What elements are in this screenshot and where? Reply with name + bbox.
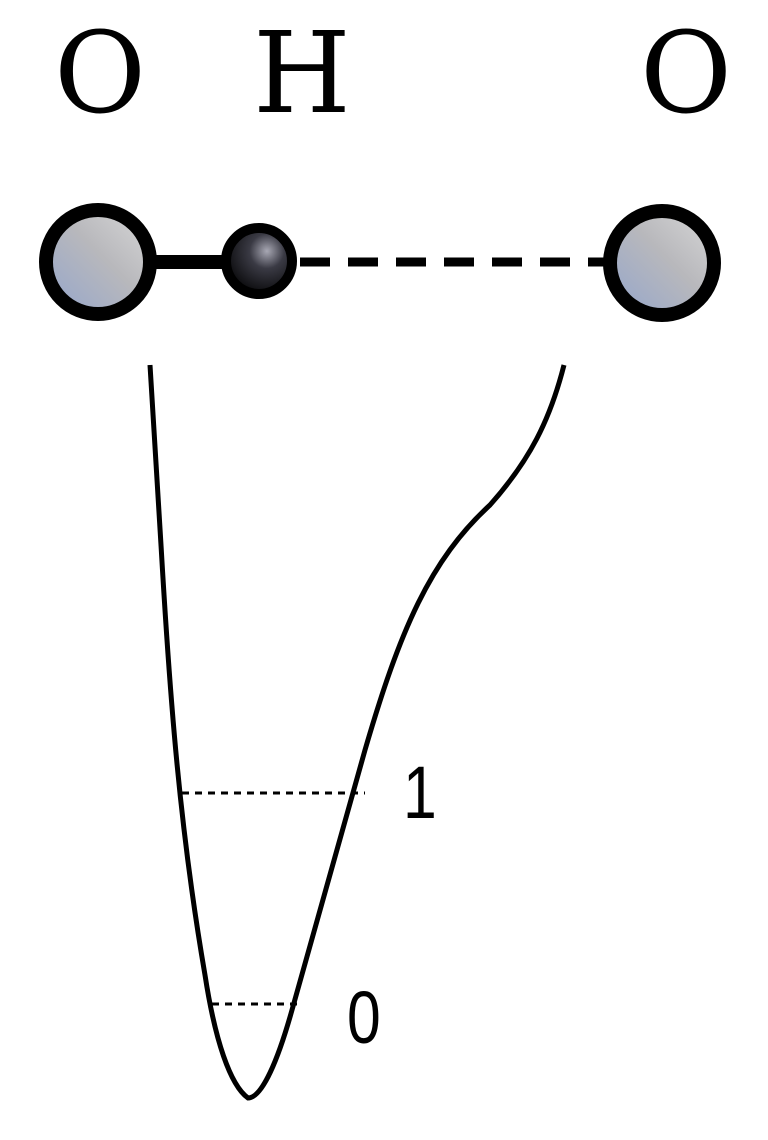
atom-label-right-oxygen: O: [640, 9, 732, 139]
energy-level-0-label: 0: [347, 977, 381, 1059]
left-oxygen-atom: [39, 203, 157, 321]
right-oxygen-atom: [603, 204, 721, 322]
atom-label-hydrogen: H: [253, 9, 351, 139]
energy-level-1-label: 1: [403, 752, 437, 834]
potential-energy-curve: [147, 364, 567, 1101]
hydrogen-atom: [221, 223, 297, 299]
atom-label-left-oxygen: O: [54, 9, 146, 139]
